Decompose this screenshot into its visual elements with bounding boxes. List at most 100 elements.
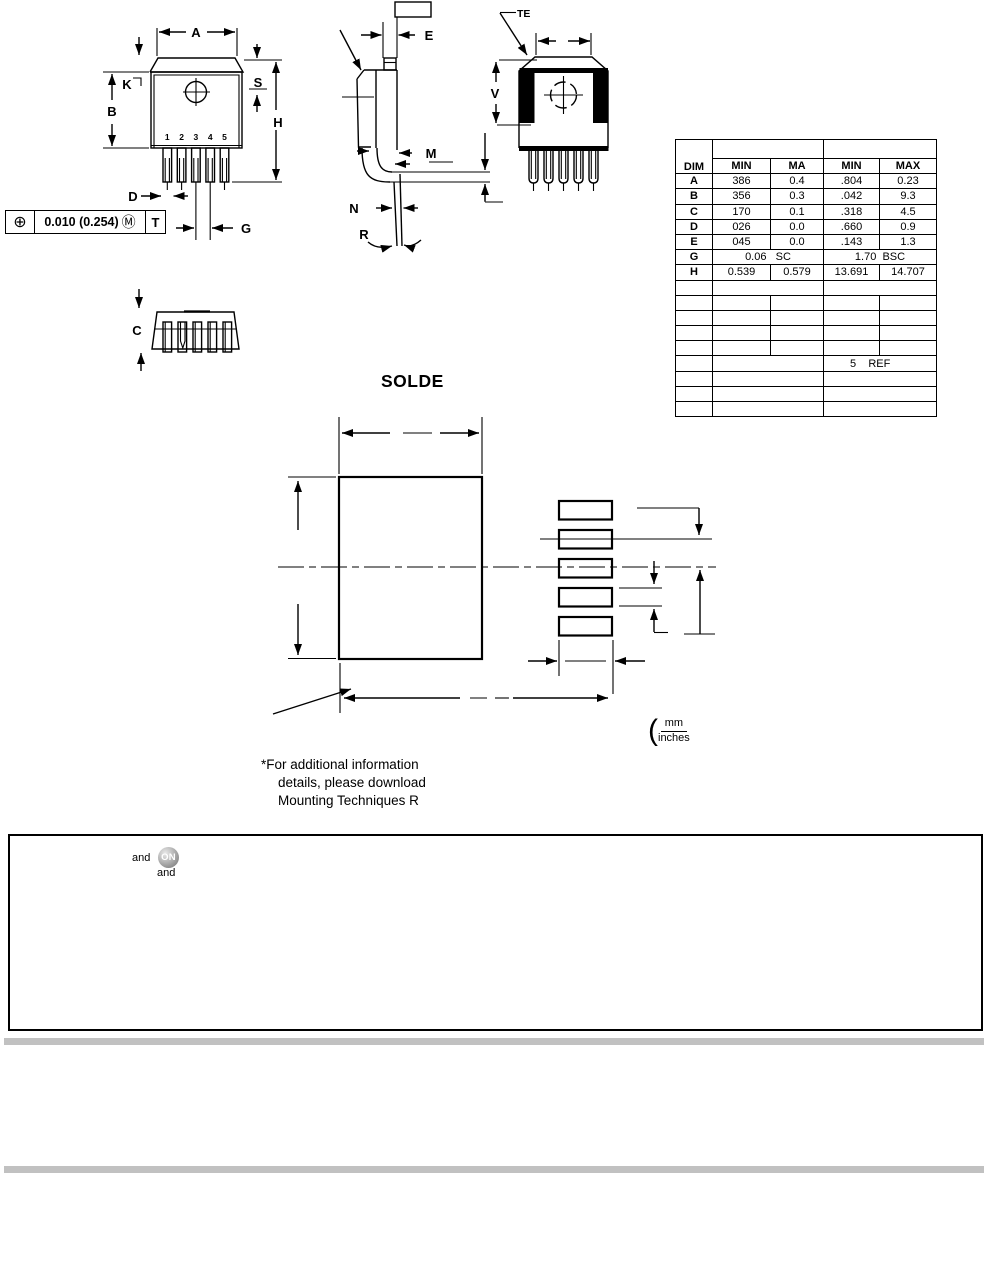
table-row-empty bbox=[675, 294, 937, 311]
column-header-max-2: MAX bbox=[879, 157, 937, 175]
cell bbox=[770, 309, 824, 327]
cell: 0.0 bbox=[770, 233, 824, 251]
cell bbox=[712, 340, 771, 357]
pin-number-2: 2 bbox=[179, 132, 184, 142]
true-position-icon: ⊕ bbox=[13, 214, 27, 231]
cell: 170 bbox=[712, 203, 771, 220]
cell bbox=[879, 294, 937, 311]
dim-label-g: G bbox=[241, 221, 251, 236]
front-view: A K 1 2 3 4 5 bbox=[103, 25, 283, 240]
cell: .804 bbox=[823, 173, 880, 190]
cell: 0.1 bbox=[770, 203, 824, 220]
on-semiconductor-logo-icon: ON bbox=[158, 847, 179, 868]
cell: 1.70 BSC bbox=[823, 249, 937, 266]
cell: 0.579 bbox=[770, 264, 824, 281]
dimension-table: DIM MIN MA MIN MAX A 386 0.4 .804 0.23 B… bbox=[675, 138, 937, 418]
side-view: E M N R bbox=[339, 1, 503, 253]
table-row-empty bbox=[675, 370, 937, 387]
table-row-empty bbox=[675, 279, 937, 296]
cell: 0.9 bbox=[879, 218, 937, 235]
tolerance-value: 0.010 (0.254) bbox=[44, 215, 119, 229]
table-group-header-row: DIM bbox=[675, 138, 937, 175]
cell: .660 bbox=[823, 218, 880, 235]
soldering-footprint-title: SOLDE bbox=[381, 371, 444, 391]
cell bbox=[712, 139, 824, 159]
cell bbox=[823, 400, 937, 418]
table-row: D 026 0.0 .660 0.9 bbox=[675, 218, 937, 235]
lead-pads bbox=[557, 499, 614, 637]
footer-box: and ON and bbox=[8, 834, 983, 1031]
cell: 0.4 bbox=[770, 173, 824, 190]
cell: 386 bbox=[712, 173, 771, 190]
cell: 0.06 SC bbox=[712, 249, 824, 266]
dim-label-b: B bbox=[107, 104, 116, 119]
cell bbox=[712, 385, 824, 403]
table-row: E 045 0.0 .143 1.3 bbox=[675, 233, 937, 251]
paren-glyph: ( bbox=[648, 714, 658, 747]
datum-reference: T bbox=[145, 211, 165, 233]
cell bbox=[823, 279, 937, 296]
dim-label-te: TE bbox=[517, 8, 530, 20]
cell bbox=[823, 309, 880, 327]
cell bbox=[675, 309, 713, 327]
cell: .042 bbox=[823, 188, 880, 205]
pin-number-3: 3 bbox=[194, 132, 199, 142]
cell bbox=[823, 139, 937, 159]
dim-label-e: E bbox=[425, 28, 434, 43]
table-row-empty bbox=[675, 340, 937, 357]
footnote-line-1: *For additional information bbox=[261, 757, 419, 772]
cell bbox=[823, 294, 880, 311]
table-row: B 356 0.3 .042 9.3 bbox=[675, 188, 937, 205]
cell: 026 bbox=[712, 218, 771, 235]
pin-number-5: 5 bbox=[222, 132, 227, 142]
unit-mm: mm bbox=[660, 717, 688, 732]
dim-label-k: K bbox=[122, 77, 132, 92]
cell: C bbox=[675, 203, 713, 220]
cell bbox=[823, 325, 880, 342]
cell: 045 bbox=[712, 233, 771, 251]
cell bbox=[879, 309, 937, 327]
table-row: A 386 0.4 .804 0.23 bbox=[675, 173, 937, 190]
table-row-g: G 0.06 SC 1.70 BSC bbox=[675, 249, 937, 266]
cell: 4.5 bbox=[879, 203, 937, 220]
cell bbox=[675, 294, 713, 311]
tab-edge-left bbox=[519, 68, 535, 123]
cell bbox=[675, 400, 713, 418]
cell: 9.3 bbox=[879, 188, 937, 205]
cell: 0.3 bbox=[770, 188, 824, 205]
cell: G bbox=[675, 249, 713, 266]
divider-bar-2 bbox=[4, 1166, 984, 1173]
dim-label-h: H bbox=[273, 115, 282, 130]
front-leads bbox=[162, 147, 230, 240]
cell bbox=[675, 370, 713, 387]
pin-number-1: 1 bbox=[165, 132, 170, 142]
cell bbox=[823, 370, 937, 387]
callout-box bbox=[394, 1, 432, 18]
cell bbox=[770, 294, 824, 311]
back-leads bbox=[528, 151, 599, 191]
footnote-line-2: details, please download bbox=[278, 775, 426, 790]
back-view: TE V bbox=[491, 8, 609, 191]
cell: H bbox=[675, 264, 713, 281]
soldering-footprint bbox=[272, 417, 716, 715]
material-modifier-icon: Ⓜ bbox=[121, 214, 136, 230]
cell bbox=[712, 294, 771, 311]
tolerance-value-cell: 0.010 (0.254)Ⓜ bbox=[34, 211, 145, 233]
dim-label-m: M bbox=[426, 146, 437, 161]
pin-number-4: 4 bbox=[208, 132, 213, 142]
column-header-min-2: MIN bbox=[823, 157, 880, 175]
thickness-leads bbox=[162, 321, 233, 353]
on-logo-text: ON bbox=[161, 852, 176, 863]
cell: 0.23 bbox=[879, 173, 937, 190]
table-row-empty bbox=[675, 385, 937, 403]
dim-label-c: C bbox=[132, 323, 142, 338]
footer-and-2: and bbox=[157, 867, 176, 879]
cell: .143 bbox=[823, 233, 880, 251]
thickness-view: C bbox=[132, 289, 240, 371]
cell: 14.707 bbox=[879, 264, 937, 281]
cell: B bbox=[675, 188, 713, 205]
cell: E bbox=[675, 233, 713, 251]
cell bbox=[712, 400, 824, 418]
cell bbox=[675, 385, 713, 403]
cell: .318 bbox=[823, 203, 880, 220]
